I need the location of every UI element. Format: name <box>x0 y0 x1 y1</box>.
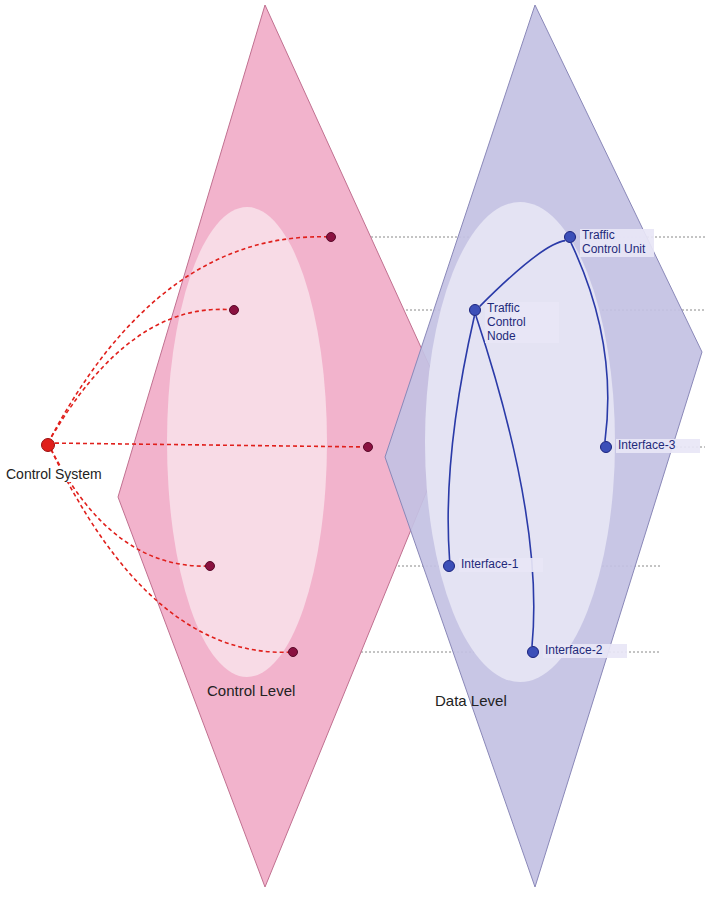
node-label: Interface-3 <box>616 439 700 453</box>
point-marker <box>564 231 576 243</box>
point-marker <box>600 441 612 453</box>
system-marker <box>41 438 55 452</box>
node-label: Interface-2 <box>543 644 627 658</box>
data-link <box>571 243 608 441</box>
data-point: Traffic Control Node <box>469 302 559 343</box>
data-point: Traffic Control Unit <box>564 229 654 257</box>
node-label: Control Level <box>207 682 295 699</box>
data-link <box>448 316 474 560</box>
node-label: Control System <box>4 466 104 482</box>
point-marker <box>469 304 481 316</box>
plane-diamond: Data Level Interface-1Interface-2 Interfac… <box>380 2 705 892</box>
control-system: Control System <box>4 436 114 483</box>
node-label: Data Level <box>435 692 507 709</box>
data-point: Interface-3 <box>600 439 700 453</box>
data-point: Interface-2 <box>527 644 627 658</box>
data-point: Interface-1 <box>443 558 543 572</box>
node-label: Traffic Control Unit <box>580 229 654 257</box>
node-label: Interface-1 <box>459 558 543 572</box>
node-label: Traffic Control Node <box>485 302 559 343</box>
point-marker <box>527 646 539 658</box>
data-link <box>480 241 565 307</box>
data-link <box>476 316 534 646</box>
point-marker <box>443 560 455 572</box>
